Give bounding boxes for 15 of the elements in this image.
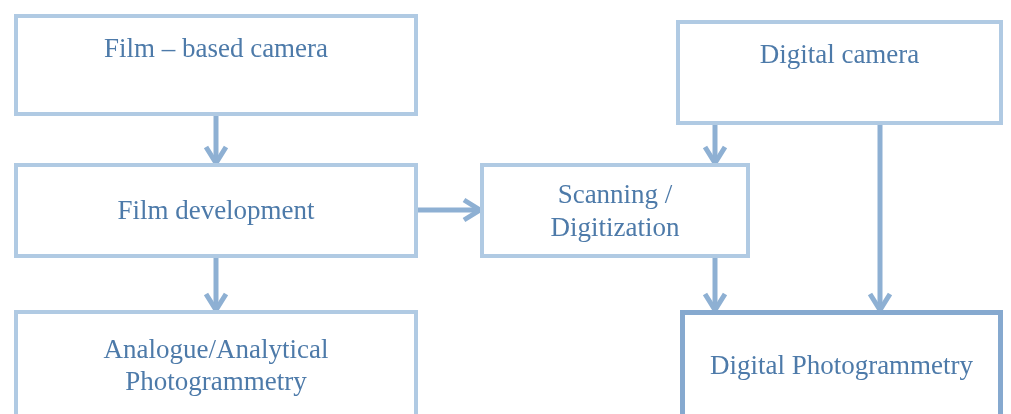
- box-label: Digital camera: [759, 38, 920, 71]
- arrow: [203, 258, 229, 313]
- process-box: [14, 163, 418, 258]
- box-label: Digital Photogrammetry: [709, 348, 974, 382]
- arrow: [702, 125, 728, 166]
- process-box: [14, 310, 418, 414]
- box-label: Scanning / Digitization: [549, 178, 681, 243]
- arrow: [203, 116, 229, 166]
- process-box: [480, 163, 750, 258]
- box-label: Film development: [117, 194, 315, 227]
- process-box: [676, 20, 1003, 125]
- box-label: Analogue/Analytical Photogrammetry: [102, 332, 330, 398]
- process-box: [680, 310, 1003, 414]
- box-label: Film – based camera: [103, 32, 329, 65]
- process-box: [14, 14, 418, 116]
